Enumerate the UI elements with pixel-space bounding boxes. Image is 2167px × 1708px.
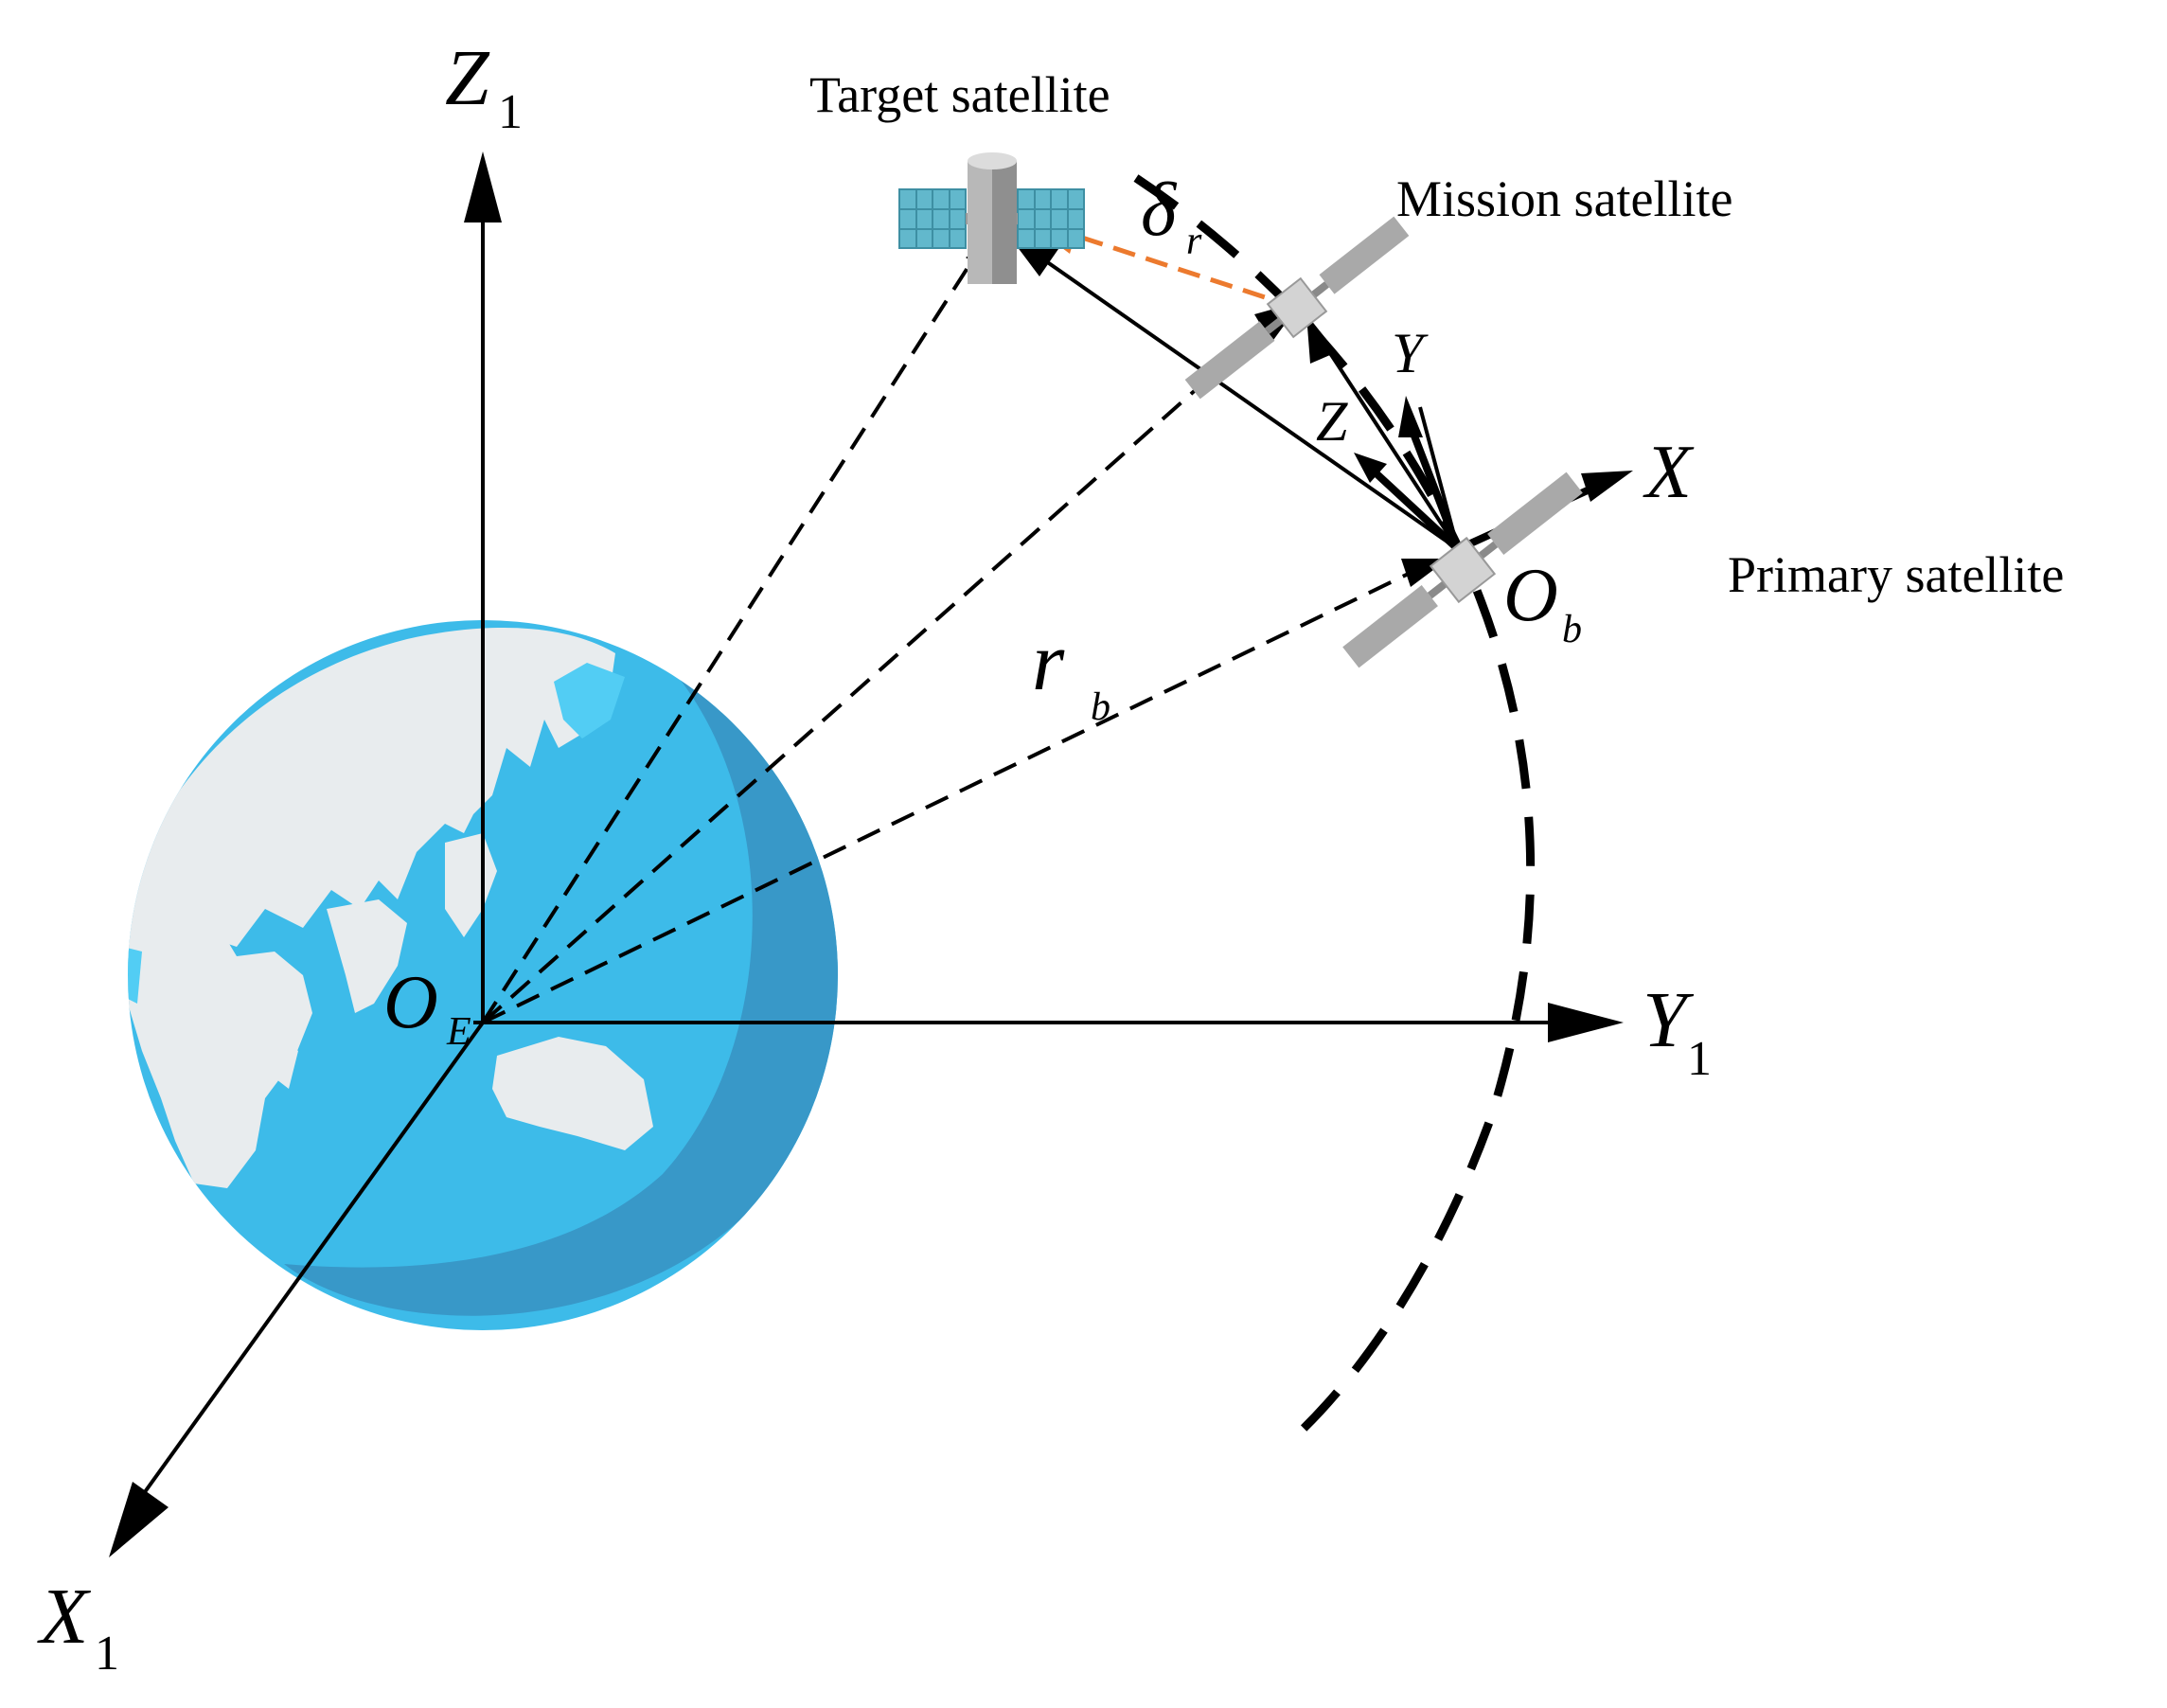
- earth-land-highlight: [554, 663, 625, 738]
- earth-origin-label: O: [383, 961, 438, 1044]
- z1-arrowhead: [464, 151, 502, 222]
- y1-axis-label: Y: [1643, 976, 1695, 1064]
- y1-axis-subscript: 1: [1687, 1032, 1712, 1086]
- vector-to-target: [481, 240, 986, 1024]
- target-satellite-label: Target satellite: [809, 66, 1110, 123]
- radius-label: r: [1032, 616, 1065, 708]
- radius-subscript: b: [1091, 685, 1110, 729]
- mission-satellite-icon: [1184, 216, 1410, 400]
- body-y-axis: [1407, 424, 1462, 551]
- body-origin-subscript: b: [1562, 608, 1582, 651]
- body-extra-axis: [1418, 406, 1460, 550]
- vector-ob-to-mission: [1314, 329, 1460, 551]
- z1-axis-label: Z: [445, 34, 490, 122]
- earth-land-australia: [492, 1037, 653, 1150]
- y1-arrowhead: [1548, 1003, 1624, 1042]
- x1-axis: [140, 1021, 485, 1498]
- delta-r-vector: [1078, 234, 1298, 311]
- body-z-label: Z: [1316, 390, 1348, 453]
- delta-r-subscript: r: [1186, 220, 1202, 263]
- body-origin-label: O: [1503, 554, 1558, 637]
- vector-r-b: [482, 566, 1421, 1024]
- mission-satellite-label: Mission satellite: [1396, 170, 1732, 227]
- earth-land-india: [327, 899, 407, 1013]
- arrow-head-ob-mission: [1306, 314, 1337, 364]
- x1-arrowhead: [109, 1482, 169, 1557]
- earth-land-highlight-2: [128, 947, 142, 1004]
- primary-satellite-label: Primary satellite: [1728, 546, 2064, 603]
- primary-satellite-icon: [1342, 471, 1583, 668]
- target-satellite-icon: [898, 152, 1085, 284]
- relative-vectors: [1025, 246, 1460, 551]
- body-x-label: X: [1643, 431, 1695, 514]
- x1-axis-subscript: 1: [95, 1627, 119, 1681]
- x1-axis-label: X: [37, 1573, 92, 1661]
- earth-land-north: [128, 628, 615, 985]
- earth-land-madagascar: [276, 1041, 298, 1089]
- vector-to-mission: [481, 311, 1285, 1024]
- position-vectors: [481, 240, 1421, 1024]
- body-z-axis: [1365, 463, 1461, 552]
- earth: [128, 620, 838, 1330]
- delta-r-label: δ: [1141, 169, 1178, 252]
- inertial-axes: [109, 151, 1624, 1557]
- earth-shadow: [284, 620, 838, 1316]
- z1-axis-subscript: 1: [498, 85, 523, 139]
- body-y-arrowhead: [1398, 396, 1423, 437]
- body-y-label: Y: [1392, 322, 1429, 384]
- earth-origin-subscript: E: [446, 1010, 471, 1054]
- earth-land-africa: [128, 923, 312, 1188]
- vector-ob-to-target: [1025, 246, 1460, 551]
- body-x-arrowhead: [1581, 471, 1633, 502]
- body-z-arrowhead: [1354, 453, 1387, 483]
